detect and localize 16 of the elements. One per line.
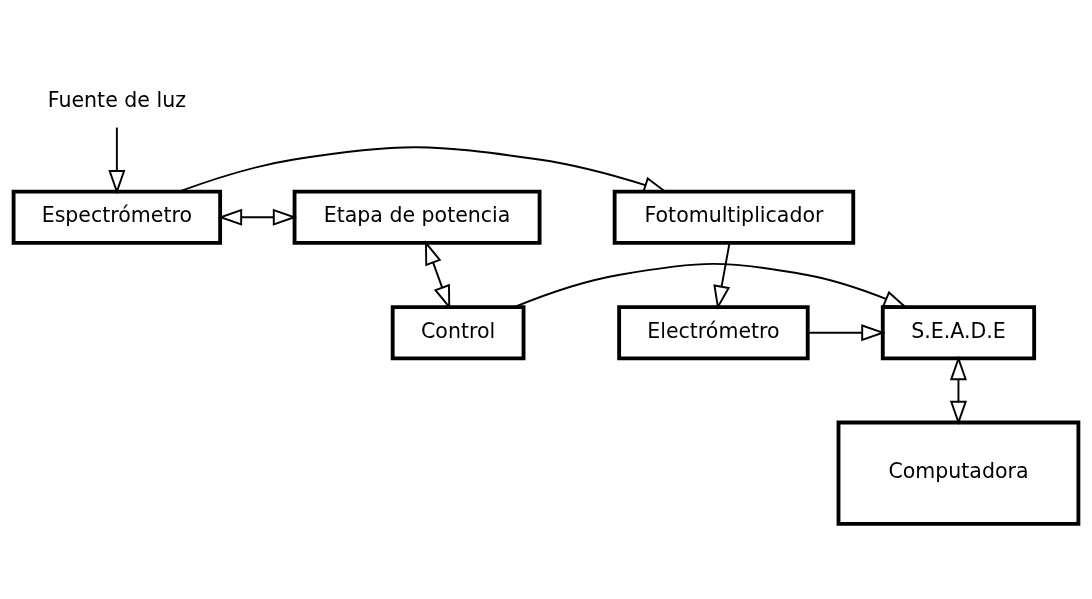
arrow	[513, 262, 908, 308]
node-box: Espectrómetro	[11, 189, 223, 245]
arrow	[807, 323, 886, 341]
arrow	[713, 241, 731, 310]
node-box: Control	[390, 304, 526, 360]
arrow	[424, 239, 451, 310]
arrow	[949, 355, 967, 425]
node-box: Electrómetro	[617, 304, 810, 360]
node-box: Etapa de potencia	[292, 189, 542, 245]
arrow	[178, 145, 668, 193]
node-box: Computadora	[836, 420, 1081, 526]
node-text: Fuente de luz	[47, 87, 186, 112]
node-box: S.E.A.D.E	[880, 304, 1037, 360]
arrow	[217, 208, 298, 226]
node-box: Fotomultiplicador	[612, 189, 856, 245]
arrow	[108, 126, 126, 194]
